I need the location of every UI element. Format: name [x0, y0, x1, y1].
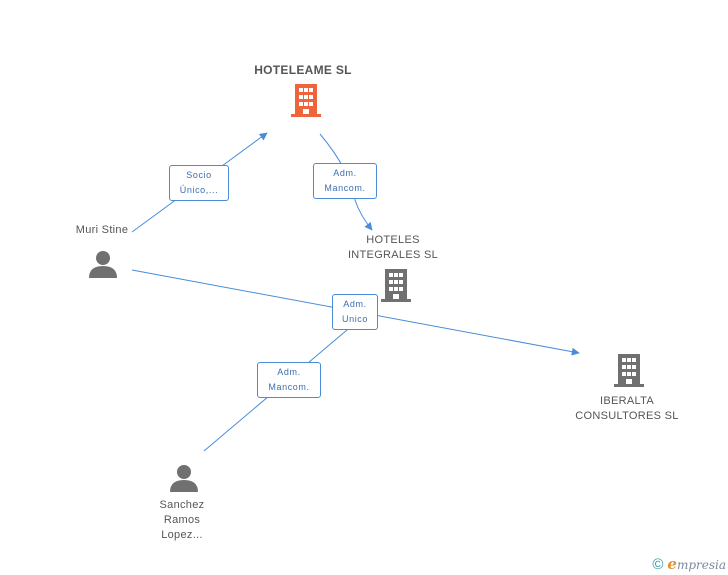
edge-label-adm-mancom-2[interactable]: Adm. Mancom. [257, 362, 321, 398]
edge-label-adm-mancom-1[interactable]: Adm. Mancom. [313, 163, 377, 199]
node-label-muri-stine[interactable]: Muri Stine [75, 224, 129, 236]
building-icon[interactable] [291, 84, 321, 117]
building-icon[interactable] [381, 269, 411, 302]
edge-adm-mancom-1 [319, 133, 373, 231]
building-icon[interactable] [614, 354, 644, 387]
node-label-hoteleame[interactable]: HOTELEAME SL [254, 63, 352, 77]
copyright-icon: © [652, 555, 664, 573]
brand-logo: empresia [667, 555, 726, 573]
edge-label-socio[interactable]: Socio Único,... [169, 165, 229, 201]
node-label-sanchez[interactable]: Sanchez Ramos Lopez... [159, 499, 205, 541]
person-icon[interactable] [89, 251, 117, 278]
person-icon[interactable] [170, 465, 198, 492]
edge-label-adm-unico[interactable]: Adm. Unico [332, 294, 378, 330]
node-label-iberalta[interactable]: IBERALTA CONSULTORES SL [575, 395, 679, 422]
node-label-hoteles-integrales[interactable]: HOTELES INTEGRALES SL [347, 234, 439, 261]
footer: © empresia [652, 555, 726, 573]
